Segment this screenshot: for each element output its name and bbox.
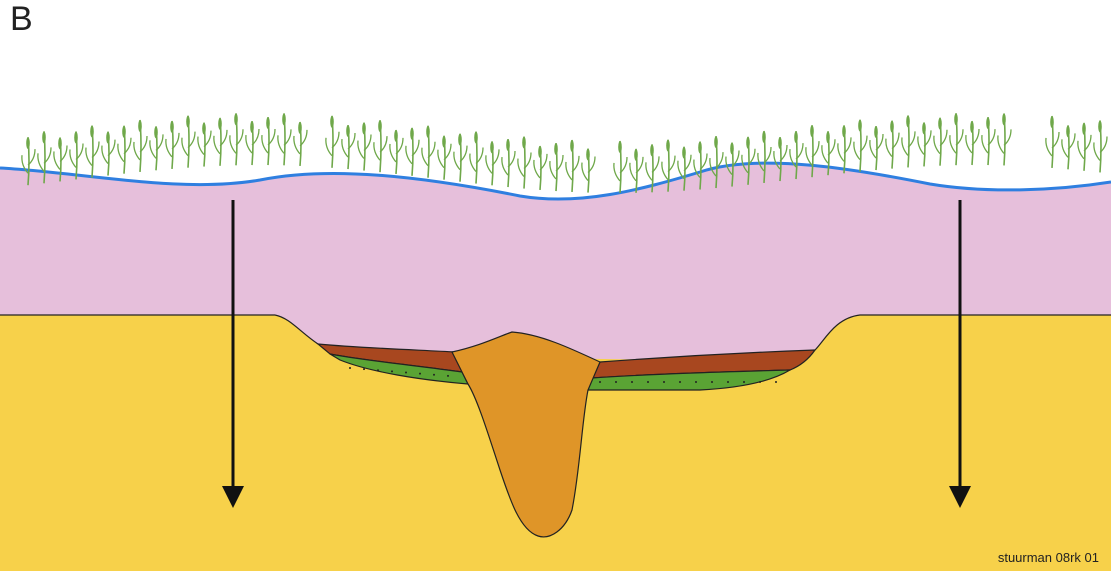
reed-icon (390, 130, 403, 174)
reed-icon (342, 125, 355, 169)
panel-label: B (10, 2, 33, 36)
reed-icon (518, 137, 531, 189)
reed-icon (566, 140, 579, 192)
reed-icon (358, 123, 371, 171)
reed-icon (966, 121, 979, 165)
reed-icon (1094, 120, 1107, 172)
reed-icon (886, 121, 899, 169)
reed-icon (182, 116, 195, 168)
reed-vegetation (22, 113, 1107, 193)
reed-icon (630, 149, 643, 193)
reed-icon (102, 132, 115, 176)
reed-icon (438, 136, 451, 180)
reed-icon (230, 113, 243, 165)
reed-icon (998, 113, 1011, 165)
reed-icon (854, 120, 867, 172)
reed-icon (454, 134, 467, 182)
reed-icon (1046, 116, 1059, 168)
reed-icon (198, 123, 211, 167)
reed-icon (950, 113, 963, 165)
reed-icon (70, 131, 83, 179)
reed-icon (134, 120, 147, 172)
reed-icon (278, 113, 291, 165)
reed-icon (406, 128, 419, 176)
reed-icon (582, 149, 595, 193)
reed-icon (470, 132, 483, 184)
reed-icon (246, 121, 259, 165)
reed-icon (982, 117, 995, 165)
reed-icon (326, 116, 339, 168)
reed-icon (870, 126, 883, 170)
reed-icon (118, 126, 131, 174)
reed-icon (550, 143, 563, 191)
reed-icon (166, 121, 179, 169)
reed-icon (838, 125, 851, 173)
reed-icon (294, 122, 307, 166)
reed-icon (1062, 125, 1075, 169)
reed-icon (86, 126, 99, 178)
reed-icon (374, 120, 387, 172)
reed-icon (1078, 123, 1091, 171)
reed-icon (422, 126, 435, 178)
reed-icon (150, 126, 163, 170)
reed-icon (614, 141, 627, 193)
reed-icon (502, 139, 515, 187)
reed-icon (918, 122, 931, 166)
reed-icon (902, 115, 915, 167)
reed-icon (534, 146, 547, 190)
reed-icon (262, 117, 275, 165)
reed-icon (486, 141, 499, 185)
reed-icon (214, 118, 227, 166)
figure-credit: stuurman 08rk 01 (998, 550, 1099, 565)
reed-icon (934, 118, 947, 166)
